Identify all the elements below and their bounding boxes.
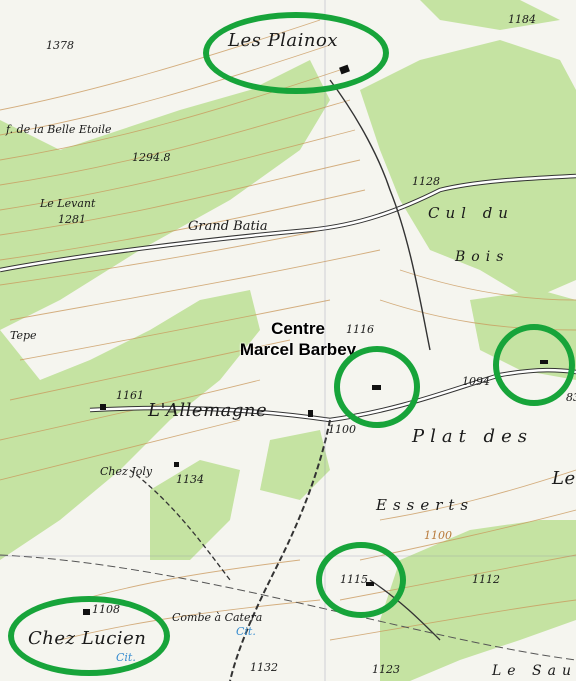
label-belle-etoile: f. de la Belle Etoile <box>6 123 112 136</box>
highlight-ring-centre <box>334 346 420 428</box>
label-grand-batia: Grand Batia <box>188 219 268 234</box>
highlight-ring-les-plainox <box>203 12 389 94</box>
label-chez-joly: Chez Joly <box>100 465 153 478</box>
elevation-1294: 1294.8 <box>132 151 171 164</box>
elevation-83: 83 <box>566 391 576 404</box>
elevation-1116: 1116 <box>346 323 374 336</box>
highlight-ring-east <box>493 324 575 406</box>
elevation-1100-b: 1100 <box>424 529 452 542</box>
label-bois: Bois <box>455 249 510 265</box>
centre-label-line1: Centre <box>271 319 325 338</box>
label-l-allemagne: L'Allemagne <box>148 400 268 421</box>
building-chez-joly <box>174 462 179 467</box>
label-cul-du: Cul du <box>428 204 514 222</box>
elevation-1184: 1184 <box>508 13 536 26</box>
label-tepe: Tepe <box>10 329 37 342</box>
label-combe-catera: Combe à Catera <box>172 611 263 624</box>
elevation-1132: 1132 <box>250 661 278 674</box>
elevation-1100-a: 1100 <box>328 423 356 436</box>
label-le-right: Le <box>552 468 576 489</box>
centre-marcel-barbey-label: Centre Marcel Barbey <box>218 318 378 361</box>
label-plat-des: Plat des <box>412 426 533 447</box>
building-allemagne <box>308 410 313 417</box>
elevation-1128: 1128 <box>412 175 440 188</box>
highlight-ring-chez-lucien <box>8 596 170 676</box>
elevation-1134: 1134 <box>176 473 204 486</box>
highlight-ring-1115 <box>316 542 406 618</box>
centre-label-line2: Marcel Barbey <box>239 340 357 360</box>
elevation-1112: 1112 <box>472 573 500 586</box>
elevation-1281: 1281 <box>58 213 86 226</box>
label-le-sau: Le Sau <box>492 663 576 679</box>
elevation-1161: 1161 <box>116 389 144 402</box>
label-le-levant: Le Levant <box>40 197 96 210</box>
building-1161 <box>100 404 106 410</box>
label-cit-1: Cit. <box>236 625 256 638</box>
elevation-1094: 1094 <box>462 375 490 388</box>
elevation-1123: 1123 <box>372 663 400 676</box>
elevation-1378: 1378 <box>46 39 74 52</box>
label-esserts: Esserts <box>376 496 475 514</box>
